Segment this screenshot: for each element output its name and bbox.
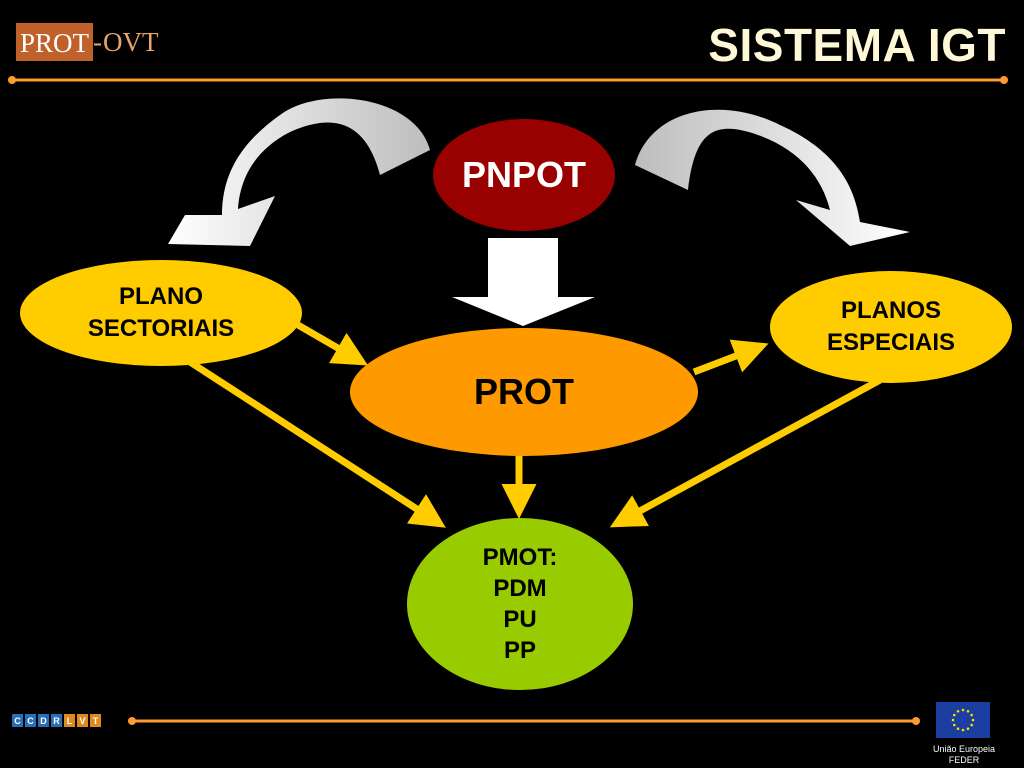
bottom-rule [128,717,920,725]
page-title: SISTEMA IGT [708,19,1006,71]
ccdrlvt-letter: D [38,714,49,727]
top-rule [8,76,1008,84]
planos-especiais-line1: PLANOS [840,297,941,324]
curved-arrow-right [635,109,910,246]
eu-caption-line1: União Europeia [932,744,996,754]
curved-arrow-left [168,98,430,246]
node-pnpot-shape [433,119,615,231]
node-pmot-shape [407,518,633,690]
pmot-line4: PP [503,637,536,664]
arrow-prot-to-especiais [692,339,769,376]
node-pnpot-label: PNPOT [433,119,615,231]
logo-ovt-text: OVT [103,26,159,57]
logo-dash: - [93,26,103,57]
arrow-sectoriais-to-prot [296,321,369,366]
ccdrlvt-letter: C [25,714,36,727]
ccdrlvt-logo: C C D R L V T [12,714,101,727]
planos-especiais-line2: ESPECIAIS [826,329,956,356]
pmot-line1: PMOT: [482,544,558,571]
node-plano-sectoriais-shape [20,260,302,366]
node-prot-label: PROT [350,328,698,456]
eu-flag-icon [936,702,990,738]
arrow-especiais-to-pmot [609,376,882,528]
pmot-line3: PU [503,606,537,633]
ccdrlvt-letter: L [64,714,75,727]
plano-sectoriais-line2: SECTORIAIS [87,315,235,342]
node-planos-especiais-label: PLANOS ESPECIAIS [770,271,1012,383]
arrow-sectoriais-to-pmot [188,359,446,528]
ccdrlvt-letter: C [12,714,23,727]
pmot-line2: PDM [493,575,547,602]
ccdrlvt-letter: V [77,714,88,727]
ccdrlvt-letter: R [51,714,62,727]
node-prot-shape [350,328,698,456]
node-plano-sectoriais-label: PLANO SECTORIAIS [20,260,302,366]
node-planos-especiais-shape [770,271,1012,383]
prot-ovt-logo: PROT - OVT [16,22,159,62]
pnpot-text: PNPOT [461,154,586,195]
eu-caption: União Europeia FEDER [922,744,1006,766]
plano-sectoriais-line1: PLANO [119,283,203,310]
eu-caption-line2: FEDER [948,755,980,765]
ccdrlvt-letter: T [90,714,101,727]
eu-stars-icon [951,708,975,732]
connector-arrows [188,321,882,528]
logo-prot-text: PROT [16,23,94,61]
prot-text: PROT [473,371,574,412]
node-pmot-label: PMOT: PDM PU PP [407,518,633,690]
block-arrow-down [452,238,595,326]
